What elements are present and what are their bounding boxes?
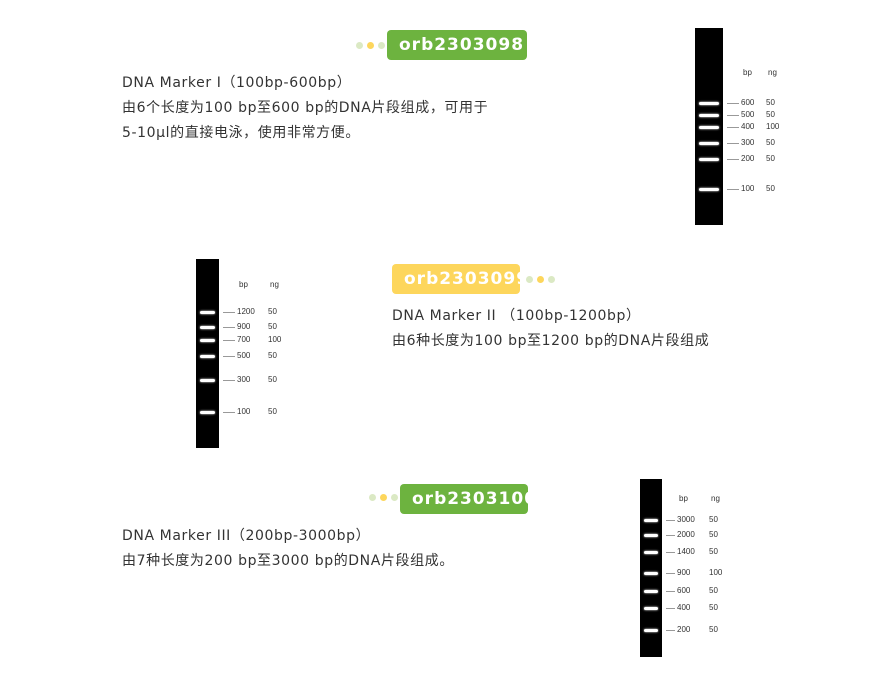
band-bp-label: 200 (677, 625, 691, 634)
gel-lane (640, 479, 662, 657)
gel-band (644, 534, 658, 537)
band-ng-label: 50 (268, 407, 277, 416)
band-bp-label: 200 (741, 154, 755, 163)
band-tick (727, 159, 739, 160)
band-tick (223, 356, 235, 357)
product-title: DNA Marker II （100bp-1200bp） (392, 308, 641, 324)
ng-header: ng (711, 494, 720, 503)
gel-band (644, 551, 658, 554)
band-bp-label: 400 (677, 603, 691, 612)
band-bp-label: 100 (741, 184, 755, 193)
gel-lane (196, 259, 219, 448)
gel-band (699, 158, 719, 161)
gel-band (644, 519, 658, 522)
band-ng-label: 50 (766, 184, 775, 193)
decorative-dots (369, 494, 398, 501)
band-tick (727, 103, 739, 104)
decorative-dots (356, 42, 385, 49)
gel-band (699, 142, 719, 145)
gel-band (200, 326, 215, 329)
gel-band (699, 114, 719, 117)
band-ng-label: 50 (709, 515, 718, 524)
product-code-badge: orb2303099 (392, 264, 528, 294)
band-ng-label: 50 (766, 154, 775, 163)
band-ng-label: 50 (268, 375, 277, 384)
band-tick (223, 412, 235, 413)
band-bp-label: 2000 (677, 530, 695, 539)
gel-band (699, 126, 719, 129)
band-tick (223, 380, 235, 381)
band-ng-label: 50 (709, 586, 718, 595)
gel-band (644, 607, 658, 610)
bp-header: bp (679, 494, 688, 503)
band-bp-label: 300 (237, 375, 251, 384)
gel-band (200, 339, 215, 342)
band-bp-label: 700 (237, 335, 251, 344)
product-title: DNA Marker I（100bp-600bp） (122, 75, 352, 91)
product-description: 由6种长度为100 bp至1200 bp的DNA片段组成 (392, 333, 710, 349)
gel-band (200, 411, 215, 414)
band-tick (666, 630, 675, 631)
product-title: DNA Marker III（200bp-3000bp） (122, 528, 371, 544)
band-tick (727, 143, 739, 144)
band-bp-label: 300 (741, 138, 755, 147)
band-bp-label: 100 (237, 407, 251, 416)
decorative-dots (526, 276, 555, 283)
band-ng-label: 100 (766, 122, 780, 131)
gel-band (699, 188, 719, 191)
band-ng-label: 50 (709, 547, 718, 556)
product-code-badge: orb2303100 (400, 484, 536, 514)
band-tick (666, 535, 675, 536)
band-bp-label: 400 (741, 122, 755, 131)
gel-band (200, 355, 215, 358)
band-bp-label: 1400 (677, 547, 695, 556)
band-ng-label: 100 (709, 568, 723, 577)
band-tick (727, 115, 739, 116)
band-ng-label: 50 (268, 351, 277, 360)
band-ng-label: 50 (268, 322, 277, 331)
band-ng-label: 100 (268, 335, 282, 344)
band-bp-label: 500 (237, 351, 251, 360)
bp-header: bp (743, 68, 752, 77)
band-bp-label: 600 (741, 98, 755, 107)
band-tick (223, 312, 235, 313)
band-tick (666, 573, 675, 574)
gel-band (644, 629, 658, 632)
band-ng-label: 50 (709, 603, 718, 612)
band-tick (223, 327, 235, 328)
gel-band (644, 572, 658, 575)
band-ng-label: 50 (709, 530, 718, 539)
band-tick (666, 591, 675, 592)
product-description: 由7种长度为200 bp至3000 bp的DNA片段组成。 (122, 553, 454, 569)
band-bp-label: 1200 (237, 307, 255, 316)
band-tick (666, 608, 675, 609)
band-bp-label: 3000 (677, 515, 695, 524)
band-tick (727, 127, 739, 128)
product-description: 5-10μl的直接电泳，使用非常方便。 (122, 125, 360, 141)
band-ng-label: 50 (766, 110, 775, 119)
product-code-badge: orb2303098 (387, 30, 527, 60)
band-tick (727, 189, 739, 190)
gel-band (644, 590, 658, 593)
band-ng-label: 50 (268, 307, 277, 316)
band-tick (223, 340, 235, 341)
band-bp-label: 600 (677, 586, 691, 595)
ng-header: ng (768, 68, 777, 77)
band-tick (666, 520, 675, 521)
ng-header: ng (270, 280, 279, 289)
bp-header: bp (239, 280, 248, 289)
gel-band (200, 311, 215, 314)
band-tick (666, 552, 675, 553)
band-bp-label: 500 (741, 110, 755, 119)
band-ng-label: 50 (766, 98, 775, 107)
band-bp-label: 900 (677, 568, 691, 577)
gel-band (200, 379, 215, 382)
band-bp-label: 900 (237, 322, 251, 331)
gel-band (699, 102, 719, 105)
band-ng-label: 50 (709, 625, 718, 634)
product-description: 由6个长度为100 bp至600 bp的DNA片段组成，可用于 (122, 100, 489, 116)
band-ng-label: 50 (766, 138, 775, 147)
